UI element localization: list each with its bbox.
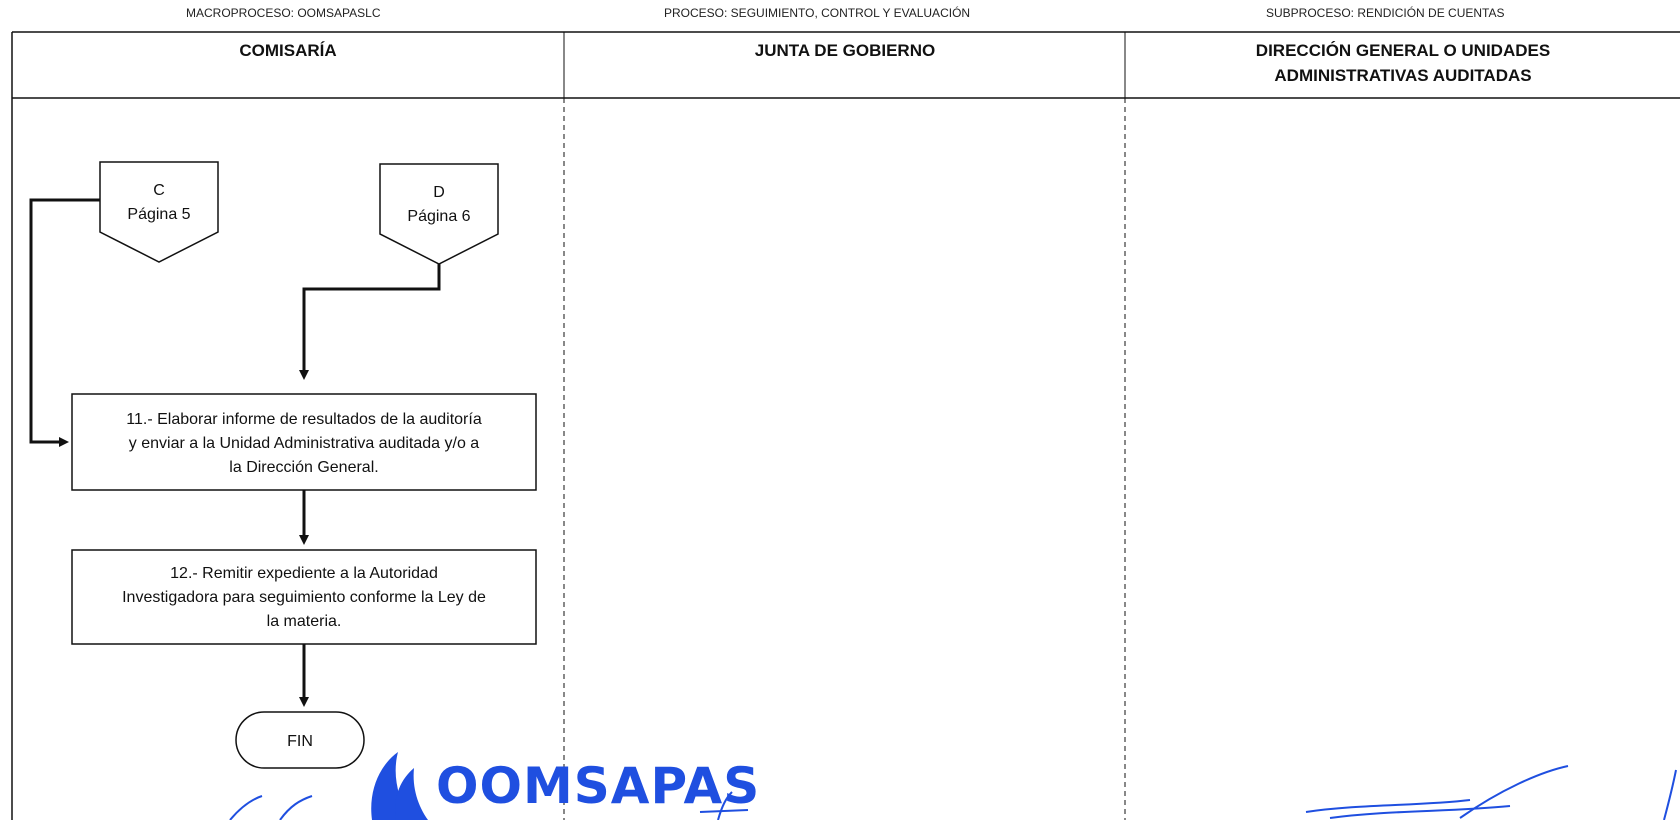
step-12-line2: Investigadora para seguimiento conforme … bbox=[122, 589, 486, 606]
lane-title-direccion-line2: ADMINISTRATIVAS AUDITADAS bbox=[1274, 66, 1532, 85]
subproceso-label: SUBPROCESO: RENDICIÓN DE CUENTAS bbox=[1266, 6, 1505, 20]
oomsapas-logo: OOMSAPAS bbox=[356, 756, 836, 820]
step-12-text: 12.- Remitir expediente a la Autoridad I… bbox=[72, 552, 536, 644]
step-12-box bbox=[71, 549, 537, 645]
connector-d-letter: D bbox=[433, 184, 445, 201]
proceso-label: PROCESO: SEGUIMIENTO, CONTROL Y EVALUACI… bbox=[664, 6, 971, 20]
lane-header-junta: JUNTA DE GOBIERNO bbox=[565, 38, 1125, 98]
connector-c-letter: C bbox=[153, 182, 165, 199]
offpage-connector-d bbox=[379, 163, 499, 265]
fin-label: FIN bbox=[287, 733, 313, 750]
connector-d-text: D Página 6 bbox=[380, 180, 498, 230]
fin-terminator bbox=[235, 711, 365, 769]
connector-d-page: Página 6 bbox=[407, 208, 471, 225]
step-11-line1: 11.- Elaborar informe de resultados de l… bbox=[126, 411, 482, 428]
lane-header-direccion: DIRECCIÓN GENERAL O UNIDADES ADMINISTRAT… bbox=[1126, 38, 1680, 98]
logo-wordmark: OOMSAPAS bbox=[436, 757, 761, 815]
step-11-line2: y enviar a la Unidad Administrativa audi… bbox=[128, 435, 480, 452]
step-11-text: 11.- Elaborar informe de resultados de l… bbox=[72, 398, 536, 490]
logo-drop-icon bbox=[371, 752, 428, 820]
offpage-connector-c bbox=[99, 161, 219, 263]
step-11-line3: la Dirección General. bbox=[229, 459, 379, 476]
lane-title-direccion-line1: DIRECCIÓN GENERAL O UNIDADES bbox=[1255, 41, 1551, 60]
signature-marks bbox=[229, 765, 1677, 820]
step-12-line1: 12.- Remitir expediente a la Autoridad bbox=[170, 565, 438, 582]
flow-line-d bbox=[299, 264, 441, 380]
flow-line-c bbox=[29, 198, 100, 447]
macroproceso-label: MACROPROCESO: OOMSAPASLC bbox=[186, 6, 381, 20]
step-12-line3: la materia. bbox=[266, 613, 342, 630]
lane-title-junta: JUNTA DE GOBIERNO bbox=[754, 41, 936, 60]
connector-c-page: Página 5 bbox=[127, 206, 191, 223]
lane-title-comisaria: COMISARÍA bbox=[239, 41, 337, 60]
swimlane-frame bbox=[11, 31, 1680, 820]
lane-header-comisaria: COMISARÍA bbox=[12, 38, 564, 98]
connector-c-text: C Página 5 bbox=[100, 178, 218, 228]
